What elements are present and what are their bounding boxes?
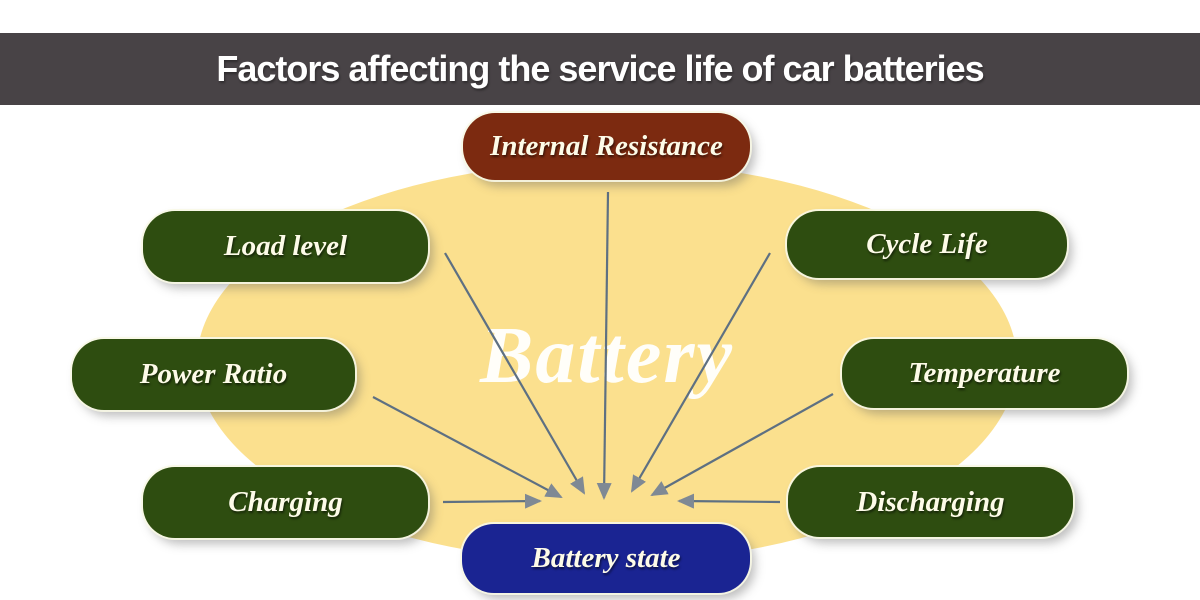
factor-box-power-ratio: Power Ratio: [72, 339, 355, 410]
factor-box-discharging: Discharging: [788, 467, 1073, 537]
header-bar: Factors affecting the service life of ca…: [0, 33, 1200, 105]
factor-box-internal-resistance: Internal Resistance: [463, 113, 750, 180]
result-label: Battery state: [531, 542, 681, 574]
arrow-cycle-life: [630, 252, 771, 493]
factor-label: Load level: [223, 230, 348, 262]
arrow-internal-resistance: [596, 191, 612, 500]
factor-box-cycle-life: Cycle Life: [787, 211, 1067, 278]
arrow-load-level: [444, 252, 586, 495]
arrow-charging: [442, 493, 542, 509]
factor-label: Discharging: [856, 485, 1005, 518]
factor-label: Charging: [228, 486, 343, 518]
factor-label: Cycle Life: [866, 228, 988, 260]
page-title: Factors affecting the service life of ca…: [216, 48, 984, 89]
factor-label: Temperature: [908, 357, 1061, 389]
arrow-temperature: [650, 393, 834, 496]
factor-box-load-level: Load level: [143, 211, 428, 282]
arrow-power-ratio: [372, 396, 563, 498]
factor-label: Power Ratio: [139, 358, 288, 390]
arrow-discharging: [677, 493, 781, 509]
result-box-battery-state: Battery state: [462, 524, 750, 593]
factor-label: Internal Resistance: [490, 130, 723, 162]
factor-box-temperature: Temperature: [842, 339, 1127, 408]
factor-box-charging: Charging: [143, 467, 428, 538]
